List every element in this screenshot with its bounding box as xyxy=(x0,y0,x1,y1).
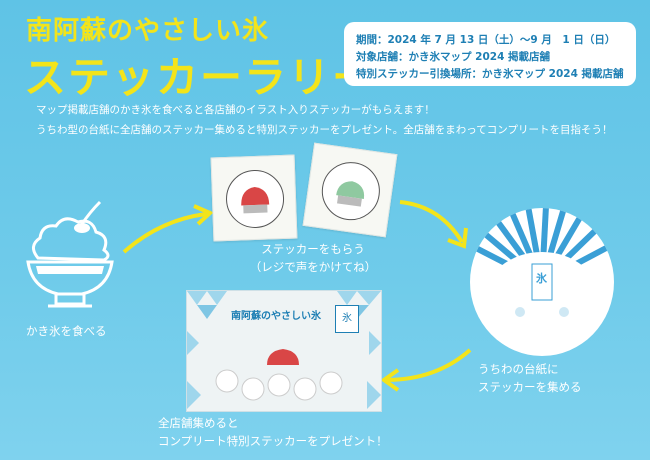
description: マップ掲載店舗のかき氷を食べると各店舗のイラスト入りステッカーがもらえます！ う… xyxy=(36,100,636,140)
sticker-2 xyxy=(302,142,398,238)
step-collect-line2: ステッカーを集める xyxy=(478,380,582,394)
sticker-1-ice-icon xyxy=(241,186,270,214)
target-shops-text: 対象店舗：かき氷マップ 2024 掲載店舗 xyxy=(356,51,551,63)
step-get-line2: （レジで声をかけてね） xyxy=(249,260,377,274)
completion-board: 南阿蘇のやさしい氷 氷 xyxy=(186,290,382,412)
step-complete-line1: 全店舗集めると xyxy=(158,416,239,430)
arrow-1 xyxy=(122,204,214,254)
board-badge: 氷 xyxy=(335,305,359,333)
step-get-line1: ステッカーをもらう xyxy=(261,242,365,256)
uchiwa-stripes xyxy=(470,208,612,348)
step-get-caption: ステッカーをもらう （レジで声をかけてね） xyxy=(238,240,388,276)
step-eat-caption: かき氷を食べる xyxy=(26,324,107,338)
sticker-1 xyxy=(210,154,298,242)
period-text: 期間：2024 年 7 月 13 日（土）～9 月 1 日（日） xyxy=(356,34,616,46)
step-collect-line1: うちわの台紙に xyxy=(478,362,559,376)
arrow-2 xyxy=(399,200,468,249)
title-line1: 南阿蘇のやさしい氷 xyxy=(26,16,270,46)
step-complete-line2: コンプリート特別ステッカーをプレゼント！ xyxy=(158,434,388,448)
description-line1: マップ掲載店舗のかき氷を食べると各店舗のイラスト入りステッカーがもらえます！ xyxy=(36,104,435,116)
shaved-ice-illustration xyxy=(26,200,114,308)
exchange-text: 特別ステッカー引換場所：かき氷マップ 2024 掲載店舗 xyxy=(356,68,624,80)
description-line2: うちわ型の台紙に全店舗のステッカー集めると特別ステッカーをプレゼント。全店舗をま… xyxy=(36,124,613,136)
title-line2: ステッカーラリー xyxy=(24,53,377,102)
step-collect-caption: うちわの台紙に ステッカーを集める xyxy=(478,360,582,396)
uchiwa-board: 氷 xyxy=(470,208,614,356)
sticker-2-circle xyxy=(318,158,384,224)
board-title: 南阿蘇のやさしい氷 xyxy=(231,311,321,322)
step-complete-caption: 全店舗集めると コンプリート特別ステッカーをプレゼント！ xyxy=(158,414,388,450)
info-box: 期間：2024 年 7 月 13 日（土）～9 月 1 日（日） 対象店舗：かき… xyxy=(344,22,636,86)
sticker-2-ice-icon xyxy=(336,181,365,207)
arrow-3 xyxy=(380,348,472,392)
uchiwa-badge: 氷 xyxy=(536,272,547,285)
sticker-1-circle xyxy=(225,168,286,229)
